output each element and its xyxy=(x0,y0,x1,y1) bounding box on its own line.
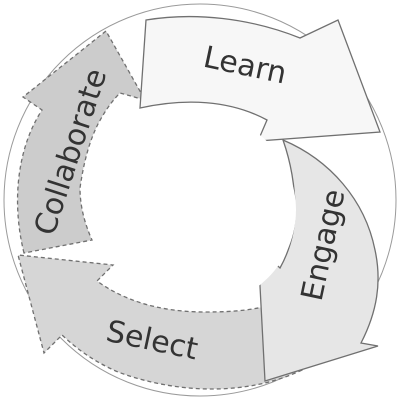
arrow-collaborate xyxy=(16,30,147,254)
center-hole xyxy=(104,114,296,306)
arrow-learn xyxy=(139,15,381,142)
arrow-select xyxy=(17,254,303,390)
